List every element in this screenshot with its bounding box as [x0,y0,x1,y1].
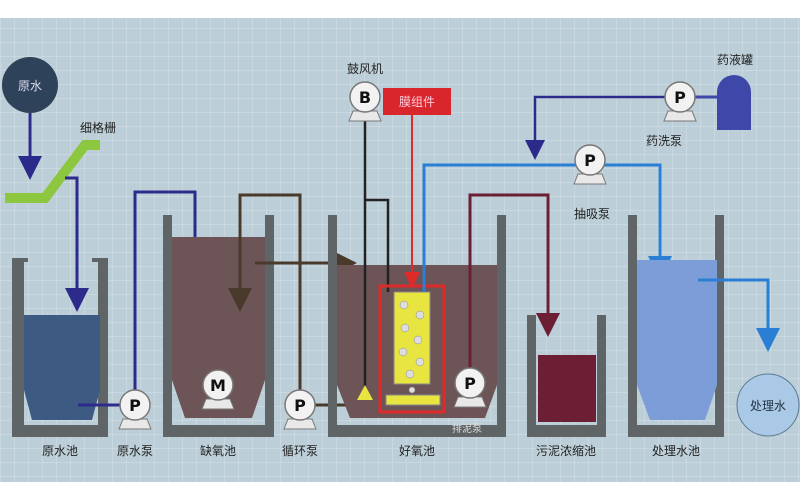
aerobic-tank-label: 好氧池 [399,444,435,458]
treated-water-tank-label: 处理水池 [652,444,700,458]
suction-pump-label: 抽吸泵 [574,207,610,221]
membrane-module [393,291,431,385]
screen [5,140,100,203]
sludge-thickener-label: 污泥浓缩池 [536,443,596,458]
chemical-tank [717,75,751,130]
svg-text:P: P [464,374,476,393]
anoxic-tank-label: 缺氧池 [200,443,236,458]
circulation-pump: P [283,389,317,430]
raw-water-tank [12,258,108,437]
svg-text:P: P [584,151,596,170]
screen-label: 细格栅 [80,120,116,135]
svg-text:B: B [359,88,371,107]
chemical-wash-pump: P [663,81,697,122]
raw-water-source [2,57,58,113]
blower-label: 鼓风机 [347,62,383,76]
raw-water-pump: P [118,389,152,430]
raw-water-pump-label: 原水泵 [117,444,153,458]
raw-water-label: 原水 [18,79,42,93]
membrane-frame [378,284,446,414]
membrane-module-label-box [383,88,451,115]
mixer: M [201,369,235,410]
sludge-pump: P [453,367,487,408]
treated-water-label: 处理水 [750,399,786,413]
circulation-pump-label: 循环泵 [282,444,318,458]
chemical-tank-label: 药液罐 [717,52,753,67]
svg-text:M: M [210,376,226,395]
chemical-wash-pump-label: 药洗泵 [646,134,682,148]
treated-water-output [736,373,800,437]
svg-text:P: P [674,88,686,107]
svg-text:P: P [294,396,306,415]
sludge-pump-label: 排泥泵 [452,422,482,435]
raw-water-tank-label: 原水池 [42,444,78,458]
suction-pump: P [573,144,607,185]
svg-text:膜组件: 膜组件 [399,95,435,109]
blower: B [348,81,382,122]
sludge-thickener [527,315,606,437]
svg-text:P: P [129,396,141,415]
